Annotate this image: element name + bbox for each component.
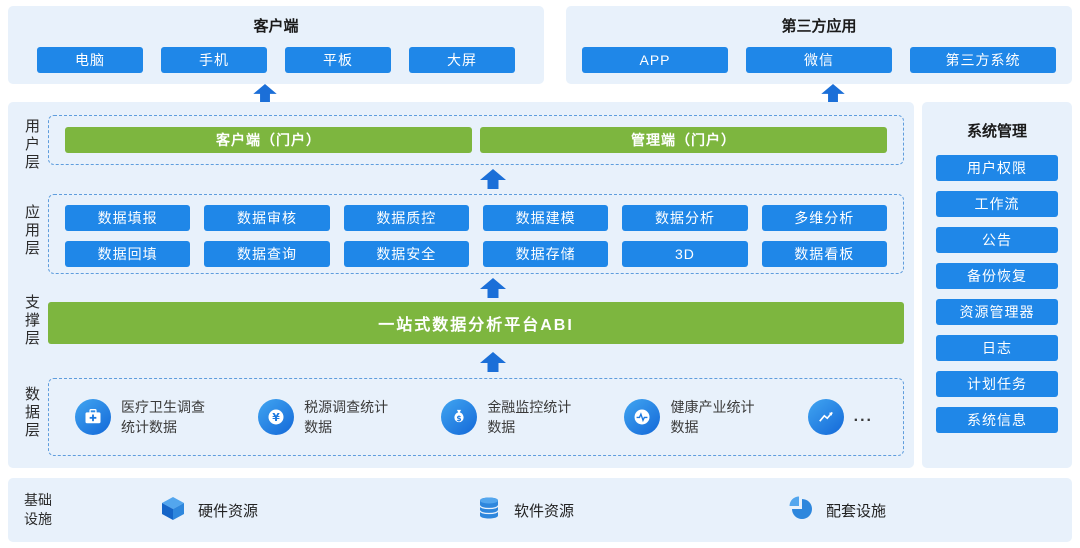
- data-source-medical: 医疗卫生调查 统计数据: [75, 397, 205, 437]
- client-buttons-row: 电脑 手机 平板 大屏: [8, 47, 544, 73]
- up-arrow-icon: [480, 352, 506, 372]
- data-source-text: 医疗卫生调查 统计数据: [121, 397, 205, 437]
- infra-item-facilities: 配套设施: [788, 495, 886, 525]
- user-layer-label: 用户层: [23, 118, 40, 172]
- data-source-finance: $ 金融监控统计 数据: [441, 397, 571, 437]
- app-button-data-reporting[interactable]: 数据填报: [65, 205, 191, 231]
- sys-button-logs[interactable]: 日志: [936, 335, 1058, 361]
- admin-portal-bar[interactable]: 管理端（门户）: [480, 127, 887, 153]
- sys-button-resource-manager[interactable]: 资源管理器: [936, 299, 1058, 325]
- medical-briefcase-icon: [75, 399, 111, 435]
- data-source-line2: 数据: [487, 419, 516, 435]
- infrastructure-label: 基础设施: [24, 492, 52, 527]
- app-button-data-audit[interactable]: 数据审核: [204, 205, 330, 231]
- button-largescreen[interactable]: 大屏: [409, 47, 515, 73]
- app-button-data-storage[interactable]: 数据存储: [482, 241, 609, 267]
- app-button-data-quality[interactable]: 数据质控: [343, 205, 469, 231]
- sys-button-workflow[interactable]: 工作流: [936, 191, 1058, 217]
- client-panel: 客户端 电脑 手机 平板 大屏: [8, 6, 544, 84]
- data-source-tax: ¥ 税源调查统计 数据: [258, 397, 388, 437]
- app-layer-box: 数据填报 数据审核 数据质控 数据建模 数据分析 多维分析 数据回填 数据查询 …: [48, 194, 904, 274]
- system-management-panel: 系统管理 用户权限 工作流 公告 备份恢复 资源管理器 日志 计划任务 系统信息: [922, 102, 1072, 468]
- client-portal-bar[interactable]: 客户端（门户）: [65, 127, 472, 153]
- infra-item-software: 软件资源: [476, 495, 574, 525]
- database-icon: [476, 495, 502, 525]
- sys-button-user-permissions[interactable]: 用户权限: [936, 155, 1058, 181]
- app-layer-label: 应用层: [23, 204, 40, 258]
- yuan-coin-icon: ¥: [258, 399, 295, 435]
- infra-item-hardware: 硬件资源: [160, 495, 258, 525]
- up-arrow-icon: [821, 84, 845, 102]
- app-button-data-dashboard[interactable]: 数据看板: [761, 241, 887, 267]
- infra-item-label: 软件资源: [514, 502, 575, 520]
- data-source-more: ...: [807, 399, 873, 435]
- app-button-3d[interactable]: 3D: [622, 241, 748, 267]
- data-source-health: 健康产业统计 数据: [624, 397, 754, 437]
- infra-item-label: 配套设施: [826, 502, 887, 520]
- platform-panel: 用户层 应用层 支撑层 数据层 客户端（门户） 管理端（门户） 数据填报 数据审…: [8, 102, 914, 468]
- abi-platform-bar[interactable]: 一站式数据分析平台ABI: [48, 302, 904, 344]
- app-button-data-modeling[interactable]: 数据建模: [482, 205, 609, 231]
- thirdparty-buttons-row: APP 微信 第三方系统: [566, 47, 1072, 73]
- app-button-data-query[interactable]: 数据查询: [204, 241, 330, 267]
- up-arrow-icon: [480, 169, 506, 189]
- infra-item-label: 硬件资源: [198, 502, 259, 520]
- data-source-line2: 数据: [304, 419, 333, 435]
- data-source-line2: 数据: [670, 419, 699, 435]
- system-management-title: 系统管理: [966, 123, 1027, 140]
- more-sources-ellipsis: ...: [853, 408, 873, 425]
- button-app[interactable]: APP: [582, 47, 728, 73]
- system-management-buttons: 用户权限 工作流 公告 备份恢复 资源管理器 日志 计划任务 系统信息: [922, 141, 1072, 433]
- app-button-data-security[interactable]: 数据安全: [343, 241, 469, 267]
- data-source-line1: 医疗卫生调查: [121, 399, 205, 415]
- client-panel-title: 客户端: [253, 18, 299, 35]
- data-layer-label: 数据层: [23, 386, 40, 440]
- data-source-text: 税源调查统计 数据: [304, 397, 388, 437]
- data-source-line1: 税源调查统计: [304, 399, 389, 415]
- app-button-data-analysis[interactable]: 数据分析: [622, 205, 748, 231]
- svg-text:¥: ¥: [272, 411, 280, 424]
- data-source-line1: 健康产业统计: [670, 399, 755, 415]
- app-buttons-row-1: 数据填报 数据审核 数据质控 数据建模 数据分析 多维分析: [49, 205, 903, 231]
- sys-button-announcement[interactable]: 公告: [936, 227, 1058, 253]
- sys-button-scheduled-tasks[interactable]: 计划任务: [936, 371, 1058, 397]
- user-layer-box: 客户端（门户） 管理端（门户）: [48, 115, 904, 165]
- thirdparty-panel-title: 第三方应用: [781, 18, 857, 35]
- app-buttons-row-2: 数据回填 数据查询 数据安全 数据存储 3D 数据看板: [49, 241, 903, 267]
- button-tablet[interactable]: 平板: [285, 47, 391, 73]
- sys-button-backup-restore[interactable]: 备份恢复: [936, 263, 1058, 289]
- data-source-text: 健康产业统计 数据: [670, 397, 754, 437]
- svg-text:$: $: [457, 414, 462, 423]
- money-bag-icon: $: [441, 399, 478, 435]
- button-wechat[interactable]: 微信: [746, 47, 892, 73]
- cube-icon: [160, 495, 186, 525]
- data-layer-box: 医疗卫生调查 统计数据 ¥ 税源调查统计 数据 $: [48, 378, 904, 456]
- support-layer-label: 支撑层: [23, 294, 40, 348]
- up-arrow-icon: [480, 278, 506, 298]
- app-button-multidim-analysis[interactable]: 多维分析: [761, 205, 887, 231]
- data-source-line2: 统计数据: [121, 419, 177, 435]
- data-source-text: 金融监控统计 数据: [487, 397, 571, 437]
- button-phone[interactable]: 手机: [161, 47, 267, 73]
- thirdparty-panel: 第三方应用 APP 微信 第三方系统: [566, 6, 1072, 84]
- infrastructure-panel: 基础设施 硬件资源 软件资源 配套: [8, 478, 1072, 542]
- app-button-data-backfill[interactable]: 数据回填: [65, 241, 191, 267]
- data-source-line1: 金融监控统计: [487, 399, 572, 415]
- button-thirdparty-system[interactable]: 第三方系统: [910, 47, 1056, 73]
- button-computer[interactable]: 电脑: [37, 47, 143, 73]
- sys-button-system-info[interactable]: 系统信息: [936, 407, 1058, 433]
- pie-chart-icon: [788, 495, 814, 525]
- up-arrow-icon: [253, 84, 277, 102]
- line-chart-icon: [807, 399, 844, 435]
- pulse-icon: [624, 399, 661, 435]
